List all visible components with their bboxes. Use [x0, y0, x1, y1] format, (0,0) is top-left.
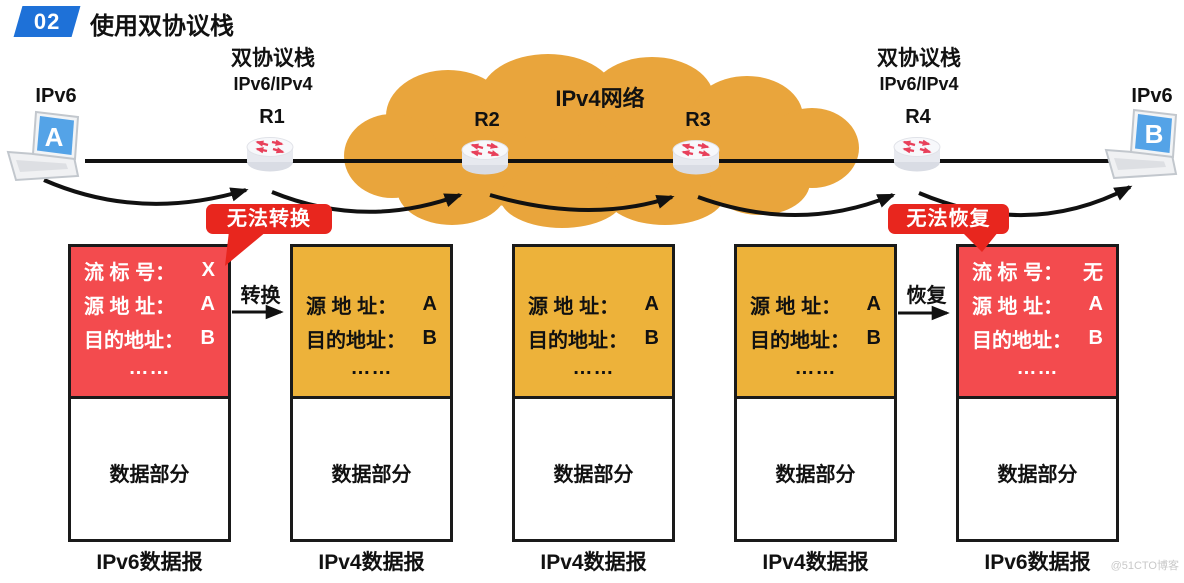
flow-arc-r3-r4 — [697, 193, 896, 217]
ipv4-cloud-icon — [344, 54, 859, 228]
packet-row-value: A — [866, 292, 881, 315]
packet-header: 源 地 址： A 目的地址： B …… — [737, 247, 894, 399]
packet-row-label: 目的地址： — [972, 329, 1072, 352]
packet-row: 目的地址： B — [515, 321, 672, 355]
callout-left-tail — [225, 231, 267, 266]
r4-dualstack-label: 双协议栈 — [877, 47, 961, 70]
host-b-letter: B — [1145, 119, 1164, 149]
restore-label: 恢复 — [906, 285, 947, 307]
router-r4-icon — [894, 138, 940, 172]
packet-row-value: B — [644, 326, 659, 349]
callout-cannot-convert: 无法转换 — [206, 204, 332, 234]
packet-header: 源 地 址： A 目的地址： B …… — [293, 247, 450, 399]
packet-row: 流 标 号： X — [71, 253, 228, 287]
packet-ellipsis: …… — [572, 357, 615, 379]
packet-box-ipv4-2: 源 地 址： A 目的地址： B …… 数据部分 — [512, 244, 675, 542]
packet-row-label: 源 地 址： — [528, 295, 620, 318]
packet-data-section: 数据部分 — [775, 463, 856, 486]
packet-header: 源 地 址： A 目的地址： B …… — [515, 247, 672, 399]
packet-row-value: B — [866, 326, 881, 349]
section-badge-number: 02 — [33, 8, 61, 34]
packet-row-value: B — [1088, 326, 1103, 349]
packet-row: 源 地 址： A — [515, 287, 672, 321]
packet-data-section: 数据部分 — [997, 463, 1078, 486]
packet-row: 目的地址： B — [959, 321, 1116, 355]
packet-data-section: 数据部分 — [553, 463, 634, 486]
router-r1-label: R1 — [259, 106, 285, 128]
packet-box-ipv6-right: 流 标 号： 无 源 地 址： A 目的地址： B …… 数据部分 — [956, 244, 1119, 542]
packet-row-value: A — [200, 292, 215, 315]
packet-row-label: 流 标 号： — [84, 261, 176, 284]
packet-row-label: 目的地址： — [750, 329, 850, 352]
flow-arc-a-r1 — [43, 178, 249, 206]
host-b-laptop-icon — [1105, 109, 1177, 179]
packet-caption: IPv4数据报 — [318, 551, 425, 574]
convert-label: 转换 — [240, 285, 281, 307]
packet-row-value: A — [1088, 292, 1103, 315]
r4-protocols-label: IPv6/IPv4 — [879, 74, 959, 94]
packet-row-label: 源 地 址： — [972, 295, 1064, 318]
host-a-protocol-label: IPv6 — [35, 85, 77, 107]
callout-cannot-restore: 无法恢复 — [888, 204, 1009, 234]
router-r4-label: R4 — [905, 106, 931, 128]
packet-row-value: X — [201, 258, 215, 281]
r1-dualstack-label: 双协议栈 — [231, 47, 315, 70]
packet-row-value: A — [644, 292, 659, 315]
router-r2-label: R2 — [474, 109, 500, 131]
ipv4-cloud-label: IPv4网络 — [555, 86, 645, 111]
packet-row-label: 流 标 号： — [972, 261, 1064, 284]
packet-data-section: 数据部分 — [331, 463, 412, 486]
section-badge: 02 — [13, 6, 81, 37]
packet-row: 源 地 址： A — [293, 287, 450, 321]
packet-box-ipv4-1: 源 地 址： A 目的地址： B …… 数据部分 — [290, 244, 453, 542]
packet-caption: IPv4数据报 — [762, 551, 869, 574]
packet-caption: IPv4数据报 — [540, 551, 647, 574]
packet-row-label: 源 地 址： — [750, 295, 842, 318]
router-r1-icon — [247, 138, 293, 172]
packet-row: 源 地 址： A — [737, 287, 894, 321]
packet-row-label: 源 地 址： — [306, 295, 398, 318]
packet-row-value: 无 — [1083, 261, 1103, 284]
packet-ellipsis: …… — [1016, 357, 1059, 379]
host-b-protocol-label: IPv6 — [1131, 85, 1173, 107]
packet-caption: IPv6数据报 — [96, 551, 203, 574]
page-title: 使用双协议栈 — [90, 13, 234, 40]
router-r2-icon — [462, 141, 508, 175]
router-r3-label: R3 — [685, 109, 711, 131]
packet-row-label: 目的地址： — [528, 329, 628, 352]
host-a-laptop-icon — [7, 111, 79, 181]
packet-header: 流 标 号： X 源 地 址： A 目的地址： B …… — [71, 247, 228, 399]
packet-row: 目的地址： B — [737, 321, 894, 355]
r1-protocols-label: IPv6/IPv4 — [233, 74, 313, 94]
packet-ellipsis: …… — [794, 357, 837, 379]
router-r3-icon — [673, 141, 719, 175]
flow-arc-r2-r3 — [489, 193, 675, 212]
packet-data-section: 数据部分 — [109, 463, 190, 486]
packet-row: 流 标 号： 无 — [959, 253, 1116, 287]
packet-row-label: 目的地址： — [306, 329, 406, 352]
packet-ellipsis: …… — [350, 357, 393, 379]
packet-ellipsis: …… — [128, 357, 171, 379]
packet-row-value: B — [422, 326, 437, 349]
watermark: @51CTO博客 — [1110, 560, 1179, 572]
host-a-letter: A — [45, 122, 64, 152]
packet-box-ipv6-left: 流 标 号： X 源 地 址： A 目的地址： B …… 数据部分 — [68, 244, 231, 542]
packet-box-ipv4-3: 源 地 址： A 目的地址： B …… 数据部分 — [734, 244, 897, 542]
packet-header: 流 标 号： 无 源 地 址： A 目的地址： B …… — [959, 247, 1116, 399]
packet-caption: IPv6数据报 — [984, 551, 1091, 574]
packet-row: 目的地址： B — [293, 321, 450, 355]
packet-row: 目的地址： B — [71, 321, 228, 355]
packet-row-value: B — [200, 326, 215, 349]
packet-row: 源 地 址： A — [959, 287, 1116, 321]
packet-row: 源 地 址： A — [71, 287, 228, 321]
packet-row-value: A — [422, 292, 437, 315]
packet-row-label: 目的地址： — [84, 329, 184, 352]
packet-row-label: 源 地 址： — [84, 295, 176, 318]
